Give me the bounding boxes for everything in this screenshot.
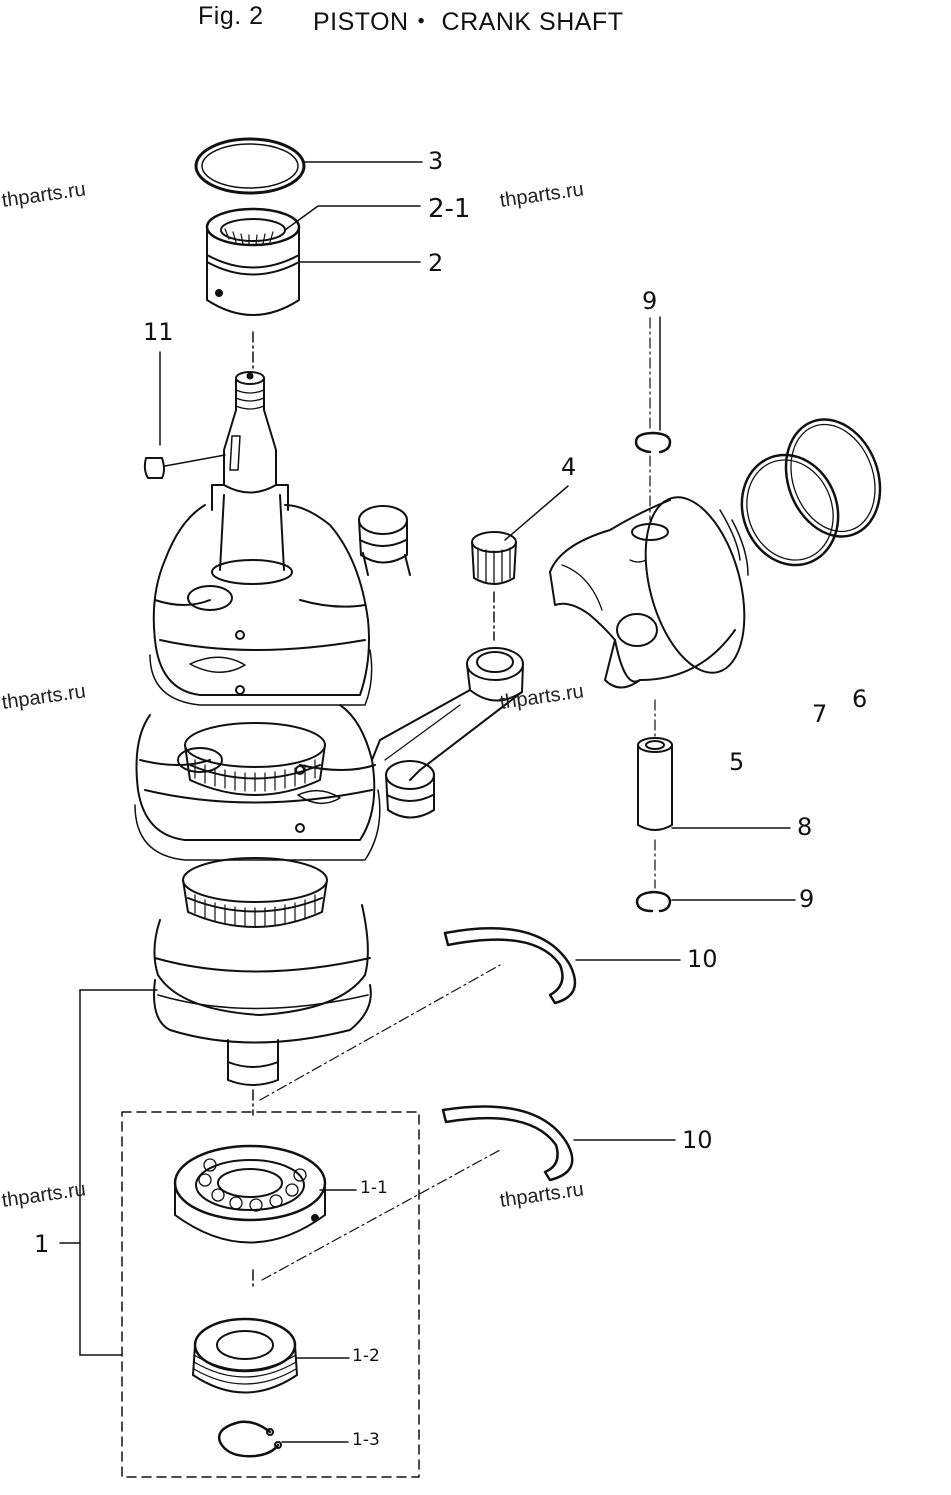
leader-lines — [60, 162, 795, 1442]
callout-8: 8 — [797, 813, 813, 841]
piston-ring-6 — [770, 406, 896, 550]
callout-9-top: 9 — [642, 287, 658, 315]
seal-housing-1-2 — [193, 1319, 297, 1393]
callout-7: 7 — [812, 700, 828, 728]
figure-number: Fig. 2 — [198, 2, 264, 30]
callout-5: 5 — [729, 748, 745, 776]
callout-2: 2 — [428, 249, 444, 277]
ball-bearing-1-1 — [175, 1146, 325, 1243]
needle-bearing-4 — [472, 532, 516, 584]
callout-10-bottom: 10 — [682, 1126, 713, 1154]
callout-9-bottom: 9 — [799, 885, 815, 913]
piston-ring-7 — [727, 441, 854, 578]
callout-1-3: 1-3 — [352, 1430, 380, 1450]
piston-5 — [550, 486, 762, 687]
piston-pin-8 — [638, 738, 672, 830]
woodruff-key-11 — [145, 458, 164, 478]
kit-box — [122, 1112, 419, 1477]
snap-ring-1-3 — [219, 1422, 281, 1457]
callout-6: 6 — [852, 685, 868, 713]
callout-10-top: 10 — [687, 945, 718, 973]
piston-pin-clip-9-bottom — [637, 892, 670, 911]
callout-1-1: 1-1 — [360, 1178, 388, 1198]
connecting-rod — [372, 648, 523, 780]
callout-4: 4 — [561, 453, 577, 481]
crankshaft-1 — [135, 372, 434, 1085]
callout-3: 3 — [428, 147, 444, 175]
figure-title: PISTON・ CRANK SHAFT — [313, 8, 624, 36]
bearing-housing-2 — [207, 209, 299, 315]
callout-2-1: 2-1 — [428, 194, 471, 224]
callout-1-2: 1-2 — [352, 1346, 380, 1366]
callout-1: 1 — [34, 1230, 50, 1258]
half-washer-10-top — [445, 928, 575, 1003]
half-washer-10-bottom — [443, 1107, 572, 1180]
o-ring-3 — [196, 139, 304, 193]
callout-11: 11 — [143, 318, 174, 346]
piston-pin-clip-9-top — [636, 433, 670, 452]
